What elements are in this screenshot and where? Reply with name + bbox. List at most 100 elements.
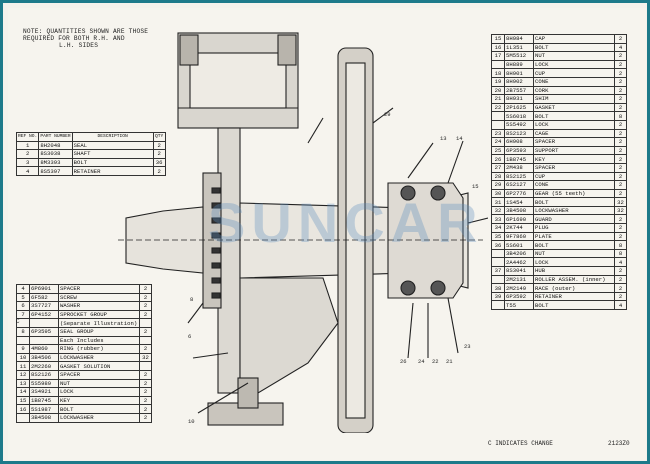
- quantity-note: NOTE: QUANTITIES SHOWN ARE THOSE REQUIRE…: [23, 28, 183, 49]
- qty-cell: 2: [614, 154, 627, 164]
- ref-cell: 4: [16, 284, 30, 294]
- callout-label: 10: [188, 418, 195, 425]
- ref-cell: 37: [491, 266, 505, 276]
- description-cell: CUP: [533, 68, 615, 78]
- qty-cell: 2: [139, 387, 152, 397]
- part-number-cell: 2M438: [504, 162, 534, 173]
- description-cell: NUT: [533, 248, 615, 259]
- description-cell: Each Includes: [58, 335, 140, 346]
- ref-cell: [491, 274, 505, 285]
- ref-cell: 30: [491, 188, 505, 199]
- description-cell: RACE (outer): [533, 283, 615, 293]
- part-number-cell: 6P1690: [504, 214, 534, 225]
- part-number-cell: [29, 335, 59, 346]
- part-number-cell: 3S7727: [29, 301, 59, 311]
- ref-cell: 28: [491, 171, 505, 182]
- callout-label: 23: [464, 343, 471, 350]
- qty-cell: 4: [614, 42, 627, 53]
- drawing-number: 2123Z0: [608, 440, 630, 447]
- qty-cell: 2: [614, 119, 627, 130]
- part-number-cell: 5S5989: [29, 378, 59, 389]
- ref-cell: 15: [16, 395, 30, 406]
- part-number-cell: 8H984: [504, 34, 534, 44]
- description-cell: SCREW: [58, 292, 140, 303]
- qty-cell: 2: [614, 162, 627, 173]
- ref-cell: 14: [16, 387, 30, 397]
- ref-cell: 16: [491, 42, 505, 53]
- description-cell: BOLT: [533, 111, 615, 121]
- qty-cell: 2: [139, 369, 152, 380]
- part-number-cell: 4M860: [29, 344, 59, 354]
- description-cell: BOLT: [533, 197, 615, 207]
- part-number-cell: 8H901: [504, 68, 534, 78]
- note-line: L.H. SIDES: [59, 42, 99, 49]
- qty-cell: 32: [139, 352, 152, 363]
- description-cell: NUT: [58, 378, 140, 389]
- part-number-cell: 8S2126: [29, 369, 59, 380]
- description-cell: LOCK: [533, 257, 615, 268]
- qty-cell: 8: [614, 248, 627, 259]
- ref-cell: 17: [491, 51, 505, 61]
- part-number-cell: 6H908: [504, 137, 534, 147]
- ref-cell: 29: [491, 180, 505, 190]
- description-cell: SPACER: [533, 137, 615, 147]
- part-number-cell: 6S2127: [504, 180, 534, 190]
- part-number-cell: 5S1987: [29, 404, 59, 414]
- qty-cell: 2: [614, 128, 627, 139]
- part-number-cell: 6P6901: [29, 284, 59, 294]
- description-cell: BOLT: [58, 404, 140, 414]
- qty-cell: 2: [614, 214, 627, 225]
- qty-cell: 2: [614, 145, 627, 156]
- qty-cell: 2: [614, 223, 627, 233]
- description-cell: CONE: [533, 180, 615, 190]
- qty-cell: 2: [614, 188, 627, 199]
- qty-cell: 4: [614, 257, 627, 268]
- callout-label: 6: [188, 333, 192, 340]
- qty-cell: 2: [139, 292, 152, 303]
- part-number-cell: 2B7557: [504, 85, 534, 96]
- qty-cell: 2: [614, 76, 627, 87]
- col-part-number: PART NUMBER: [38, 132, 73, 142]
- part-number-cell: 1B8745: [504, 154, 534, 164]
- qty-cell: 2: [614, 59, 627, 70]
- part-number-cell: 6P2776: [504, 188, 534, 199]
- description-cell: SPACER: [58, 369, 140, 380]
- description-cell: PLATE: [533, 231, 615, 242]
- callout-label: 26: [400, 358, 407, 365]
- description-cell: HUB: [533, 266, 615, 276]
- description-cell: SPROCKET GROUP: [58, 309, 140, 320]
- callout-label: 13: [440, 135, 447, 142]
- ref-cell: 15: [491, 34, 505, 44]
- ref-cell: [491, 119, 505, 130]
- part-number-cell: 5M5512: [504, 51, 534, 61]
- callout-label: 21: [446, 358, 453, 365]
- qty-cell: 2: [614, 51, 627, 61]
- qty-cell: 2: [614, 291, 627, 302]
- qty-cell: 2: [614, 94, 627, 104]
- ref-cell: 10: [16, 352, 30, 363]
- part-number-cell: 6P3592: [504, 291, 534, 302]
- qty-cell: 8: [614, 240, 627, 250]
- description-cell: LOCK: [58, 387, 140, 397]
